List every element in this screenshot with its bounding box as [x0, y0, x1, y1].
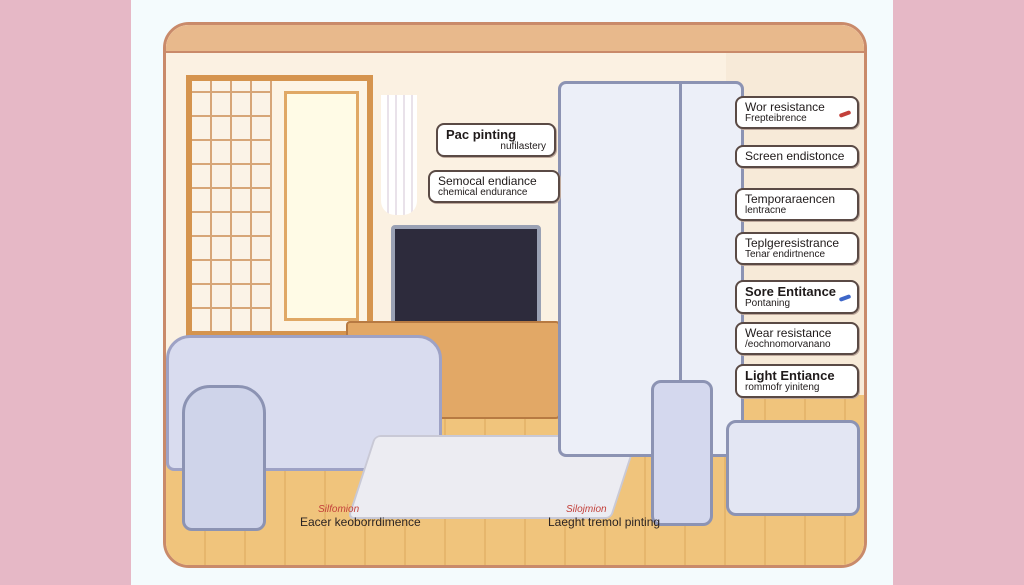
- window-glass: [284, 91, 359, 321]
- label-line1: Teplgeresistrance: [745, 236, 840, 250]
- label-line1: Sore Entitance: [745, 284, 837, 299]
- label-right-4: Sore Entitance Pontaning: [735, 280, 859, 315]
- label-line1: Wor resistance: [745, 100, 825, 114]
- label-line2: Pontaning: [745, 297, 791, 309]
- label-line2: Frepteibrence: [745, 112, 807, 124]
- label-right-2: Temporaraencen lentracne: [735, 188, 859, 222]
- canister-vacuum: [182, 385, 266, 531]
- curtain: [381, 95, 417, 215]
- label-line2: lentracne: [745, 204, 787, 216]
- shoji-window: [186, 75, 373, 337]
- bottom-note-left: Silfomion Eacer keoborrdimence: [300, 504, 421, 529]
- label-line1: Screen endistonce: [745, 149, 845, 163]
- shoji-screen: [192, 81, 272, 331]
- label-left-1: Semocal endiance chemical endurance: [428, 170, 560, 204]
- note-text: Eacer keoborrdimence: [300, 515, 421, 529]
- fridge-door-split: [679, 84, 682, 454]
- label-right-1: Screen endistonce: [735, 145, 859, 168]
- label-right-0: Wor resistance Frepteibrence: [735, 96, 859, 130]
- label-left-0: Pac pinting nufilastery: [436, 123, 556, 158]
- label-right-6: Light Entiance rommofr yiniteng: [735, 364, 859, 399]
- note-red-text: Silfomion: [318, 504, 360, 515]
- label-line2: chemical endurance: [438, 186, 528, 198]
- note-text: Laeght tremol pinting: [548, 515, 661, 529]
- upright-vacuum: [651, 380, 713, 526]
- label-line1: Light Entiance: [745, 368, 835, 383]
- label-line2: Tenar endirtnence: [745, 248, 826, 260]
- bottom-note-right: Silojmion Laeght tremol pinting: [548, 504, 660, 529]
- label-line2: /eochnomorvanano: [745, 338, 831, 350]
- label-line1: Wear resistance: [745, 326, 832, 340]
- label-right-3: Teplgeresistrance Tenar endirtnence: [735, 232, 859, 266]
- label-line1: Temporaraencen: [745, 192, 836, 206]
- label-right-5: Wear resistance /eochnomorvanano: [735, 322, 859, 356]
- ceiling-beam: [166, 25, 864, 53]
- television: [391, 225, 541, 325]
- label-line1: Semocal endiance: [438, 174, 537, 188]
- label-line1: Pac pinting: [446, 127, 517, 142]
- appliance-unit: [726, 420, 860, 516]
- note-red-text: Silojmion: [566, 504, 607, 515]
- label-line2: nufilastery: [500, 140, 546, 152]
- label-line2: rommofr yiniteng: [745, 381, 820, 393]
